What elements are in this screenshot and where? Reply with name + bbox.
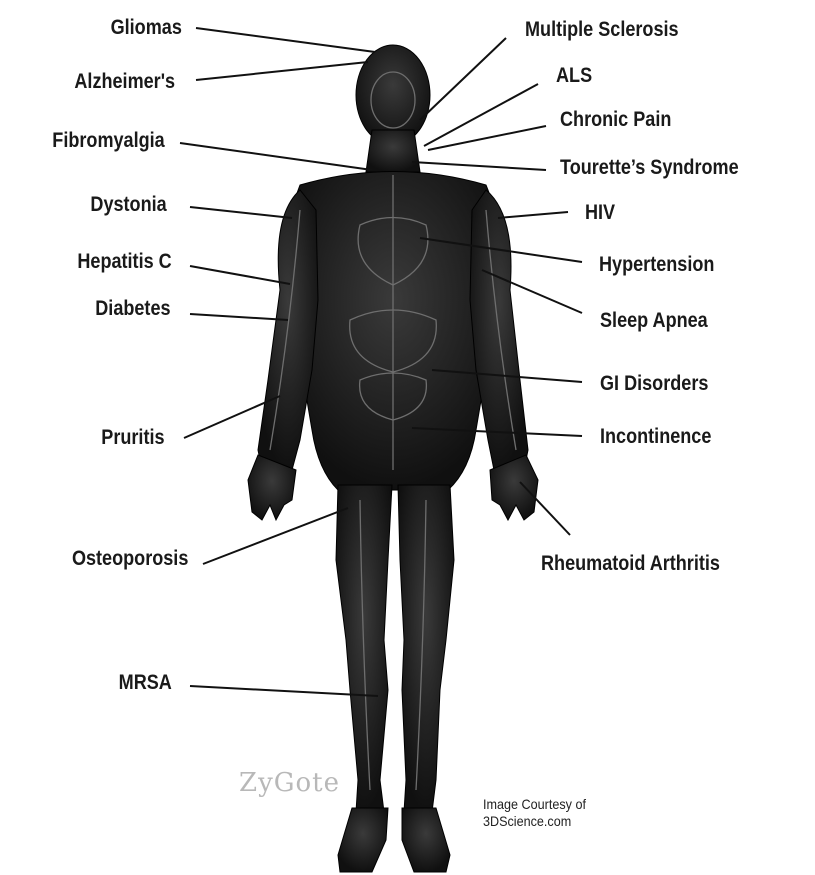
zygote-watermark-logo: ZyGote (239, 768, 340, 798)
label-sleep-apnea: Sleep Apnea (600, 309, 708, 333)
leader-gliomas (196, 28, 375, 52)
label-rheumatoid-arthritis: Rheumatoid Arthritis (541, 552, 720, 576)
torso-shape (288, 172, 500, 491)
label-als: ALS (556, 64, 592, 88)
label-hypertension: Hypertension (599, 253, 714, 277)
label-pruritis: Pruritis (102, 426, 165, 450)
label-tourettes: Tourette’s Syndrome (560, 156, 739, 180)
neck-shape (366, 130, 420, 172)
image-credit: Image Courtesy of 3DScience.com (483, 796, 586, 830)
label-hiv: HIV (585, 201, 615, 225)
label-chronic-pain: Chronic Pain (560, 108, 671, 132)
leader-als (424, 84, 538, 146)
credit-line-2: 3DScience.com (483, 813, 586, 830)
label-gliomas: Gliomas (111, 16, 182, 40)
label-multiple-sclerosis: Multiple Sclerosis (525, 18, 679, 42)
label-mrsa: MRSA (119, 671, 172, 695)
label-incontinence: Incontinence (600, 425, 711, 449)
leader-hepatitis-c (190, 266, 290, 284)
credit-line-1: Image Courtesy of (483, 796, 586, 813)
label-diabetes: Diabetes (96, 297, 171, 321)
label-fibromyalgia: Fibromyalgia (53, 129, 165, 153)
label-osteoporosis: Osteoporosis (72, 547, 188, 571)
leader-tourettes (412, 162, 546, 170)
leader-chronic-pain (428, 126, 546, 150)
leader-hiv (498, 212, 568, 218)
left-foot-shape (338, 808, 388, 872)
label-alzheimers: Alzheimer's (74, 70, 175, 94)
leader-alzheimers (196, 62, 368, 80)
leader-dystonia (190, 207, 292, 218)
leader-diabetes (190, 314, 288, 320)
label-gi-disorders: GI Disorders (600, 372, 708, 396)
label-hepatitis-c: Hepatitis C (78, 250, 172, 274)
label-dystonia: Dystonia (91, 193, 167, 217)
leader-fibromyalgia (180, 143, 372, 170)
right-foot-shape (402, 808, 450, 872)
